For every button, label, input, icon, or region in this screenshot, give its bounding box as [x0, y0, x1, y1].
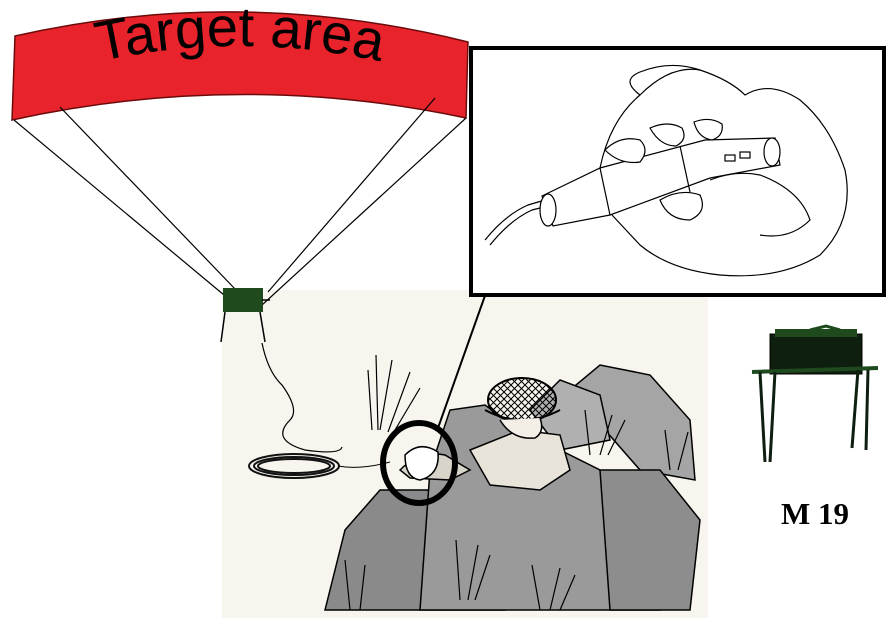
firing-device-inset	[471, 48, 884, 295]
m19-mine-icon	[752, 326, 878, 462]
mine-caption: M 19	[757, 496, 873, 532]
